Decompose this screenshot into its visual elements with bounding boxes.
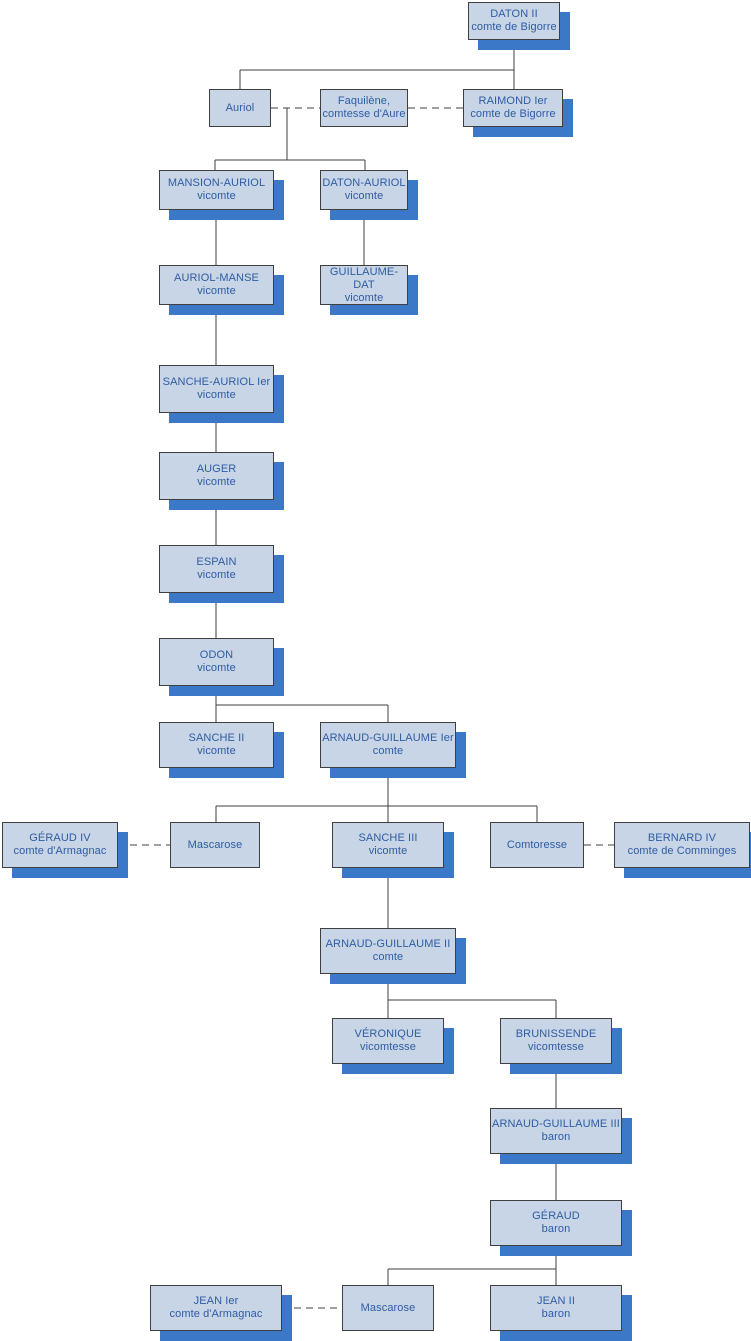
node-title: SANCHE III <box>358 832 418 844</box>
node-subtitle: comte d'Armagnac <box>169 1308 263 1320</box>
node-title: RAIMOND Ier <box>478 95 548 107</box>
node-subtitle: vicomte <box>197 745 236 757</box>
node-title: ARNAUD-GUILLAUME Ier <box>322 732 454 744</box>
node-title: GÉRAUD <box>532 1210 580 1222</box>
edge-daton2-children <box>239 40 515 89</box>
node-auriol[interactable]: Auriol <box>209 89 271 127</box>
node-title: AURIOL-MANSE <box>174 272 259 284</box>
node-title: MANSION-AURIOL <box>167 177 266 189</box>
node-subtitle: comte <box>372 951 404 963</box>
node-title: JEAN Ier <box>193 1295 239 1307</box>
node-title: ARNAUD-GUILLAUME II <box>325 938 451 950</box>
node-title: ESPAIN <box>196 556 237 568</box>
node-mascaro1[interactable]: Mascarose <box>170 822 260 868</box>
node-title: ODON <box>199 649 234 661</box>
node-title: JEAN II <box>537 1295 575 1307</box>
node-title: Faquilène, <box>337 95 391 107</box>
node-title: Comtoresse <box>506 838 568 851</box>
node-subtitle: comte de Bigorre <box>471 21 557 33</box>
node-subtitle: vicomte <box>197 662 236 674</box>
node-subtitle: comte d'Armagnac <box>13 845 107 857</box>
node-subtitle: vicomte <box>344 291 384 304</box>
node-title: BERNARD IV <box>647 832 717 844</box>
node-title: SANCHE II <box>188 732 245 744</box>
node-subtitle: vicomte <box>197 389 236 401</box>
node-subtitle: vicomte <box>197 476 236 488</box>
node-subtitle: comtesse d'Aure <box>322 108 406 120</box>
node-title: ARNAUD-GUILLAUME III <box>492 1118 620 1130</box>
node-title: GÉRAUD IV <box>29 832 91 844</box>
node-subtitle: baron <box>541 1131 571 1143</box>
node-subtitle: baron <box>541 1223 571 1235</box>
node-title: SANCHE-AURIOL Ier <box>162 376 271 388</box>
node-subtitle: vicomte <box>197 190 236 202</box>
node-subtitle: vicomte <box>197 285 236 297</box>
node-comtores[interactable]: Comtoresse <box>490 822 584 868</box>
node-subtitle: comte de Comminges <box>627 845 737 857</box>
node-title: VÉRONIQUE <box>354 1028 422 1040</box>
node-subtitle: vicomte <box>368 845 408 857</box>
node-subtitle: baron <box>541 1308 571 1320</box>
node-title: DATON-AURIOL <box>322 177 406 189</box>
node-subtitle: vicomtesse <box>359 1041 417 1053</box>
node-title: Mascarose <box>360 1301 416 1314</box>
node-subtitle: vicomte <box>344 190 384 202</box>
node-title: DATON II <box>490 8 538 20</box>
node-title: AUGER <box>196 463 237 475</box>
node-subtitle: vicomte <box>197 569 236 581</box>
node-faquilene[interactable]: Faquilène,comtesse d'Aure <box>320 89 408 127</box>
node-subtitle: comte <box>372 745 404 757</box>
node-subtitle: comte de Bigorre <box>470 108 556 120</box>
node-title: Auriol <box>225 101 255 114</box>
node-title: GUILLAUME-DAT <box>329 265 399 291</box>
node-subtitle: vicomtesse <box>527 1041 585 1053</box>
node-mascaro2[interactable]: Mascarose <box>342 1285 434 1331</box>
node-title: Mascarose <box>187 838 243 851</box>
node-title: BRUNISSENDE <box>515 1028 597 1040</box>
